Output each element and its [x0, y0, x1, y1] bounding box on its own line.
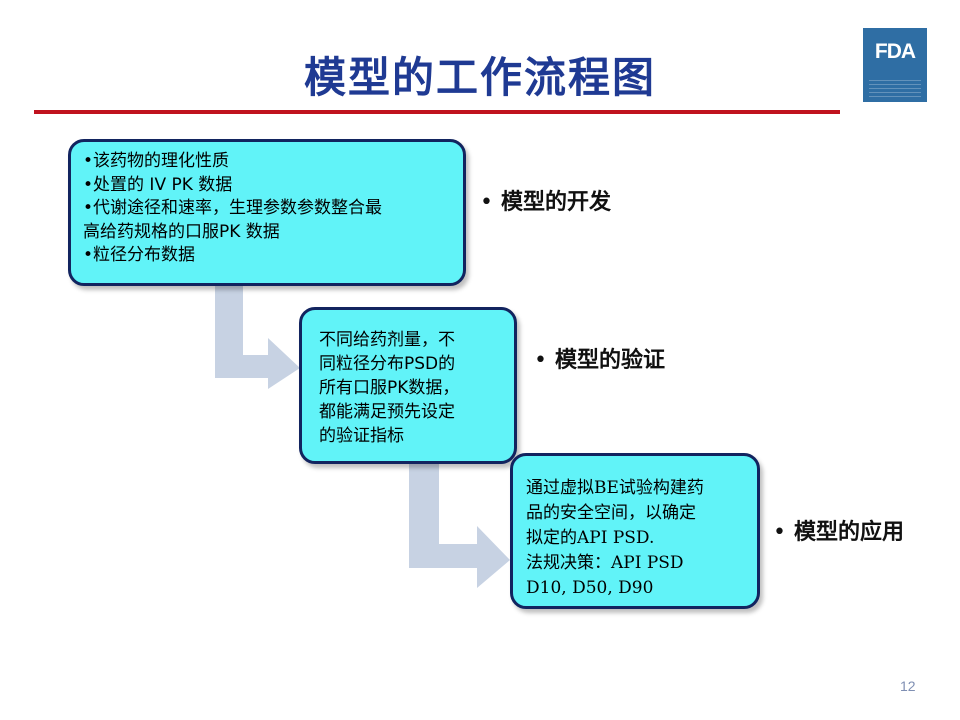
- step-box-validation: 不同给药剂量，不 同粒径分布PSD的 所有口服PK数据， 都能满足预先设定 的验…: [299, 307, 517, 464]
- fda-logo-text: FDA: [874, 40, 916, 63]
- bullet-icon: •: [480, 190, 493, 215]
- fda-logo: FDA: [863, 28, 927, 102]
- slide-title: 模型的工作流程图: [303, 53, 656, 102]
- step-label-application: • 模型的应用: [773, 514, 904, 546]
- step-box-development: •该药物的理化性质 •处置的 IV PK 数据 •代谢途径和速率，生理参数参数整…: [68, 139, 466, 286]
- step1-label-text: 模型的开发: [500, 190, 611, 215]
- step1-line: •该药物的理化性质: [83, 151, 230, 171]
- step3-label-text: 模型的应用: [793, 520, 904, 545]
- step1-line: 高给药规格的口服PK 数据: [83, 221, 280, 242]
- step-label-development: • 模型的开发: [480, 184, 611, 216]
- step2-line: 都能满足预先设定: [319, 402, 455, 422]
- title-divider: [34, 110, 840, 114]
- step1-line: •代谢途径和速率，生理参数参数整合最: [83, 198, 383, 218]
- page-number: 12: [900, 678, 916, 694]
- step3-line: 通过虚拟BE试验构建药: [526, 478, 704, 498]
- step1-line: •粒径分布数据: [83, 245, 196, 265]
- step2-line: 同粒径分布PSD的: [319, 354, 456, 374]
- step1-line: •处置的 IV PK 数据: [83, 174, 233, 195]
- bullet-icon: •: [534, 348, 547, 373]
- step2-line: 的验证指标: [319, 426, 404, 446]
- bullet-icon: •: [773, 520, 786, 545]
- step2-line: 所有口服PK数据，: [319, 378, 460, 398]
- step2-label-text: 模型的验证: [554, 348, 665, 373]
- step-box-application: 通过虚拟BE试验构建药 品的安全空间，以确定 拟定的API PSD. 法规决策：…: [510, 453, 760, 609]
- step3-line: 法规决策：API PSD: [526, 553, 684, 573]
- arrow-step2-to-step3: [409, 464, 510, 588]
- arrow-step1-to-step2: [215, 286, 300, 389]
- step3-line: D10, D50, D90: [526, 578, 654, 598]
- step3-line: 品的安全空间，以确定: [526, 503, 696, 523]
- step-label-validation: • 模型的验证: [534, 342, 665, 374]
- step2-line: 不同给药剂量，不: [319, 330, 455, 350]
- step3-line: 拟定的API PSD.: [526, 528, 655, 548]
